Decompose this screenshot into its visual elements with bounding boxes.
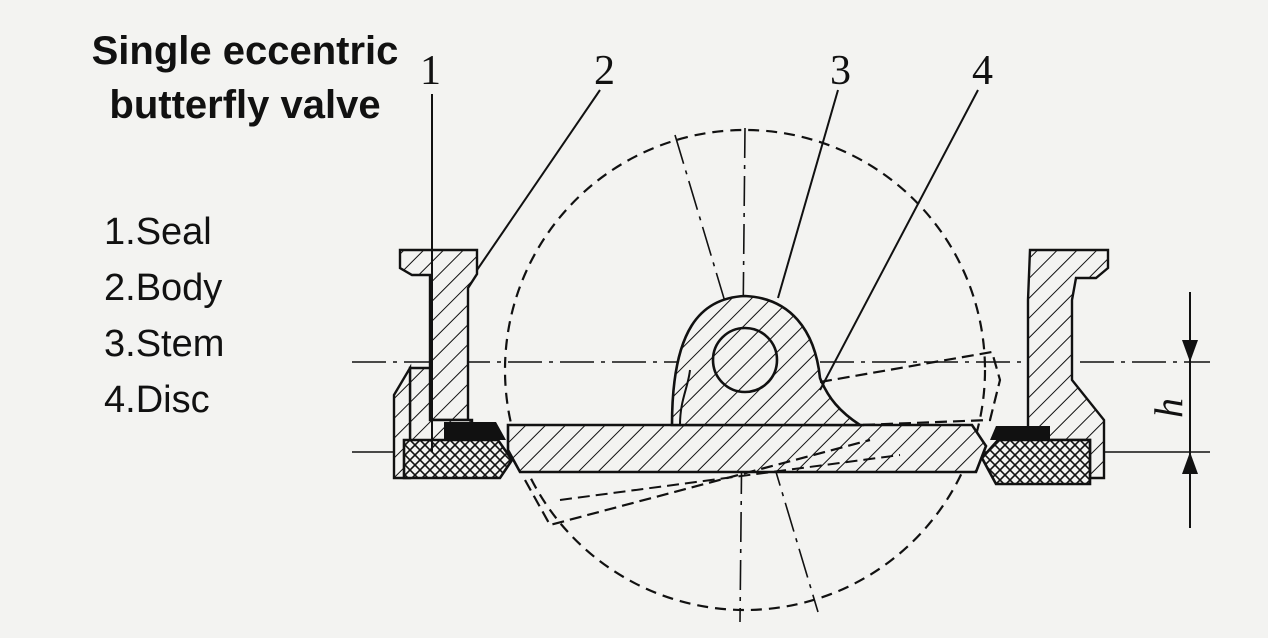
left-seal-retainer (444, 422, 506, 440)
legend-item-seal: 1.Seal (104, 211, 212, 253)
legend-item-disc: 4.Disc (104, 379, 210, 421)
disc-rotation-circle (503, 128, 987, 612)
leader-3 (777, 89, 839, 299)
dimension-arrow-top (1182, 340, 1198, 362)
callout-1: 1 (420, 48, 441, 94)
dimension-label-h: h (1146, 398, 1191, 418)
legend-item-stem: 3.Stem (104, 323, 225, 365)
leader-4 (819, 89, 979, 391)
title-line-1: Single eccentric (91, 29, 399, 73)
callout-4: 4 (972, 48, 993, 94)
callout-3: 3 (830, 48, 851, 94)
callout-2: 2 (594, 48, 615, 94)
right-seal-retainer (990, 426, 1050, 440)
dimension-arrow-bottom (1182, 452, 1198, 474)
disc-open-upper (819, 350, 1002, 427)
disc-open-lower (524, 438, 871, 527)
parts-legend: 1.Seal 2.Body 3.Stem 4.Disc (104, 204, 224, 428)
right-seal (980, 438, 1092, 486)
stem (711, 326, 779, 394)
diagram-title: Single eccentric butterfly valve (60, 24, 430, 132)
leader-2 (476, 89, 601, 271)
legend-item-body: 2.Body (104, 267, 223, 309)
title-line-2: butterfly valve (109, 83, 381, 127)
